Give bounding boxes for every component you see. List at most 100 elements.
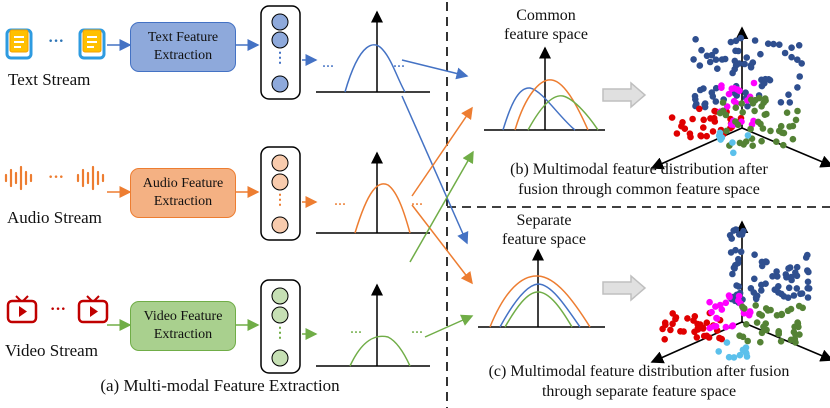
scatter-point-green <box>777 338 785 345</box>
scatter-point-magenta <box>716 301 724 309</box>
scatter-point-blue <box>744 102 751 110</box>
left-caption: (a) Multi-modal Feature Extraction <box>100 376 340 395</box>
scatter-point-green <box>791 335 799 343</box>
scatter-point-red <box>662 321 669 329</box>
scatter-axis <box>741 321 830 362</box>
scatter-point-blue <box>762 75 769 83</box>
scatter-point-magenta <box>725 90 733 98</box>
scatter-point-blue <box>764 40 772 47</box>
scatter-point-green <box>749 142 756 149</box>
scatter-point-red <box>669 310 676 317</box>
scatter-point-blue <box>696 62 704 69</box>
scatter-point-blue <box>752 295 760 303</box>
scatter-point-blue <box>785 91 792 98</box>
scatter-point-red <box>696 321 704 328</box>
text-ellipsis: ··· <box>48 33 65 50</box>
scatter-point-red <box>703 132 710 140</box>
scatter-point-blue <box>735 47 742 55</box>
svg-text:⋮: ⋮ <box>273 193 287 208</box>
scatter-point-blue <box>770 40 777 48</box>
scatter-point-green <box>775 328 782 335</box>
scatter-point-blue <box>729 270 736 278</box>
scatter-point-red <box>700 124 707 131</box>
scatter-point-blue <box>798 60 805 67</box>
scatter-point-blue <box>758 287 765 294</box>
scatter-point-green <box>732 104 740 111</box>
separate-distribution-plot <box>478 248 605 328</box>
scatter-point-blue <box>692 36 699 43</box>
scatter-point-magenta <box>718 84 725 91</box>
scatter-point-blue <box>712 56 720 63</box>
scatter-point-blue <box>747 64 755 71</box>
scatter-point-blue <box>794 56 801 63</box>
scatter-point-green <box>780 141 787 149</box>
scatter-point-blue <box>737 248 745 256</box>
video-distribution-plot: ··· ··· <box>316 283 430 367</box>
scatter-point-green <box>753 319 761 326</box>
scatter-point-red <box>673 130 681 137</box>
scatter-point-green <box>739 109 746 116</box>
scatter-point-blue <box>788 44 795 51</box>
right-arrow-icon <box>602 274 647 302</box>
scatter-point-blue <box>773 268 780 275</box>
scatter-point-blue <box>727 38 735 46</box>
svg-text:···: ··· <box>393 59 405 73</box>
scatter-point-red <box>707 115 714 122</box>
audio-distribution-plot: ··· ··· <box>316 151 430 234</box>
scatter-point-blue <box>793 285 801 292</box>
scatter-point-cyan <box>730 354 738 361</box>
waveform-icon <box>76 165 105 191</box>
scatter-point-green <box>763 110 770 118</box>
scatter-point-magenta <box>710 323 718 330</box>
separate-caption: (c) Multimodal feature distribution afte… <box>488 363 790 400</box>
scatter-point-cyan <box>736 351 744 359</box>
scatter-point-blue <box>727 249 735 256</box>
scatter-point-green <box>739 303 746 311</box>
scatter-point-blue <box>706 58 714 66</box>
scatter-point-green <box>751 107 758 115</box>
video-feature-vector: ⋮ <box>260 279 301 374</box>
scatter-point-green <box>787 305 795 313</box>
scatter-point-green <box>773 138 780 145</box>
scatter-point-red <box>700 332 708 340</box>
common-caption: (b) Multimodal feature distribution afte… <box>510 161 768 198</box>
tv-play-icon <box>6 295 38 324</box>
scatter-point-magenta <box>725 292 733 299</box>
scatter-point-blue <box>787 273 795 281</box>
scatter-point-red <box>716 334 723 342</box>
scatter-axis <box>650 127 743 170</box>
scatter-point-blue <box>804 251 811 259</box>
scatter-point-magenta <box>747 309 754 316</box>
scatter-point-blue <box>735 255 742 263</box>
scatter-point-cyan <box>729 139 736 146</box>
svg-text:···: ··· <box>322 59 334 73</box>
scatter-point-blue <box>732 226 740 233</box>
scatter-point-blue <box>758 262 766 270</box>
scatter-point-blue <box>731 57 739 65</box>
scatter-point-magenta <box>722 299 730 307</box>
scatter-point-red <box>669 320 676 328</box>
scatter-point-green <box>743 321 750 328</box>
scatter-point-green <box>754 118 762 126</box>
scatter-point-blue <box>776 41 783 48</box>
scatter-point-cyan <box>725 353 733 361</box>
scatter-point-red <box>677 328 684 335</box>
scatter-point-green <box>789 135 797 143</box>
scatter-point-green <box>719 99 727 106</box>
scatter-point-green <box>777 122 785 130</box>
scatter-point-blue <box>795 42 803 49</box>
scatter-point-blue <box>691 92 699 100</box>
scatter-point-blue <box>718 56 726 63</box>
scatter-point-blue <box>737 34 745 42</box>
scatter-point-blue <box>708 51 716 59</box>
scatter-point-red <box>709 128 717 135</box>
text-distribution-plot: ··· ··· <box>316 10 430 93</box>
scatter-point-green <box>789 122 797 130</box>
scatter-point-blue <box>785 265 792 272</box>
scatter-point-blue <box>701 101 708 108</box>
video-ellipsis: ··· <box>50 301 67 318</box>
scatter-point-blue <box>697 86 704 94</box>
scatter-point-magenta <box>723 103 731 110</box>
